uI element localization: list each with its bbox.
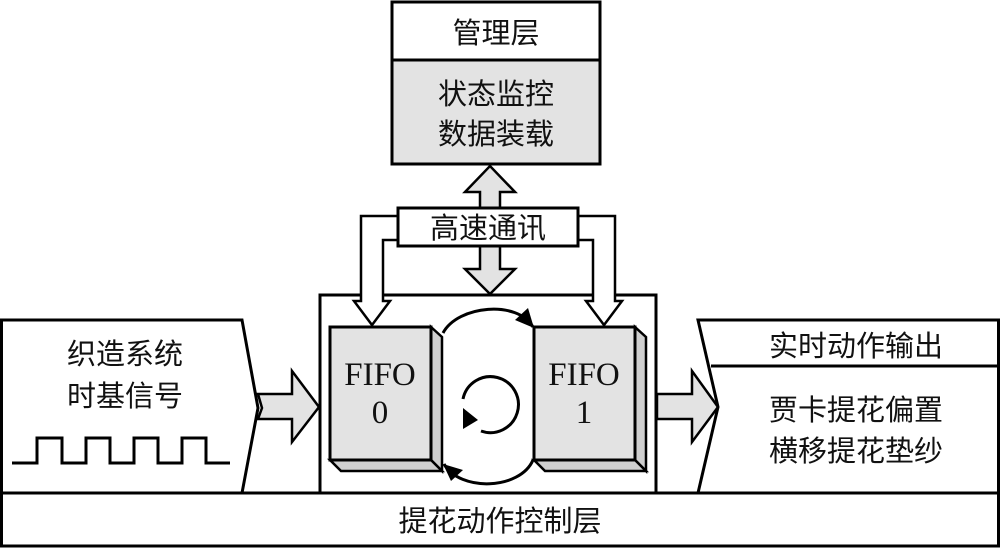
control-layer: 提花动作控制层 (0, 491, 1000, 548)
fifo-1: FIFO 1 (530, 324, 650, 475)
down-arrow-icon (461, 244, 519, 296)
center-loop (461, 375, 520, 435)
input-signal-block: 织造系统 时基信号 (0, 318, 260, 495)
fifo-1-index: 1 (576, 395, 593, 431)
output-arrow-icon (655, 367, 720, 446)
square-wave-icon (12, 436, 230, 465)
communication-box: 高速通讯 (396, 206, 580, 248)
fifo-1-side (633, 324, 648, 475)
fifo-0-bottom (326, 458, 446, 473)
up-arrow-icon (462, 164, 518, 213)
output-title: 实时动作输出 (769, 329, 943, 363)
fifo-0: FIFO 0 (326, 324, 446, 475)
input-signal-shape (0, 318, 260, 495)
communication-label-box (396, 206, 580, 248)
output-block: 实时动作输出 贾卡提花偏置 横移提花垫纱 (696, 318, 1000, 495)
bottom-arc-arrowhead-icon (443, 464, 463, 481)
control-layer-box (0, 491, 1000, 548)
fifo-0-front (328, 325, 433, 462)
function-status-monitor: 状态监控 (438, 77, 554, 111)
output-line-1: 贾卡提花偏置 (769, 393, 943, 427)
fifo-1-bottom (530, 458, 650, 473)
fifo-1-front (532, 325, 637, 462)
fifo-0-side (429, 324, 444, 475)
input-line-1: 织造系统 (67, 337, 183, 371)
input-arrow-icon (256, 367, 321, 446)
output-line-2: 横移提花垫纱 (769, 434, 943, 468)
output-shape (696, 318, 1000, 495)
center-loop-arrowhead-icon (463, 408, 478, 429)
ping-pong-cycle (441, 307, 535, 486)
control-layer-title: 提花动作控制层 (398, 504, 601, 538)
fifo-1-name: FIFO (548, 357, 620, 393)
management-layer: 管理层 状态监控 数据装载 (390, 0, 602, 166)
bent-arrow-left-icon (351, 214, 400, 328)
bent-arrow-right-icon (576, 214, 625, 328)
function-data-loading: 数据装载 (438, 117, 554, 151)
communication-label: 高速通讯 (430, 211, 546, 245)
management-layer-body (390, 58, 602, 166)
management-layer-title: 管理层 (452, 16, 539, 50)
fifo-0-name: FIFO (344, 357, 416, 393)
top-arc-arrowhead-icon (515, 308, 534, 328)
input-line-2: 时基信号 (67, 379, 183, 413)
fifo-0-index: 0 (372, 395, 389, 431)
